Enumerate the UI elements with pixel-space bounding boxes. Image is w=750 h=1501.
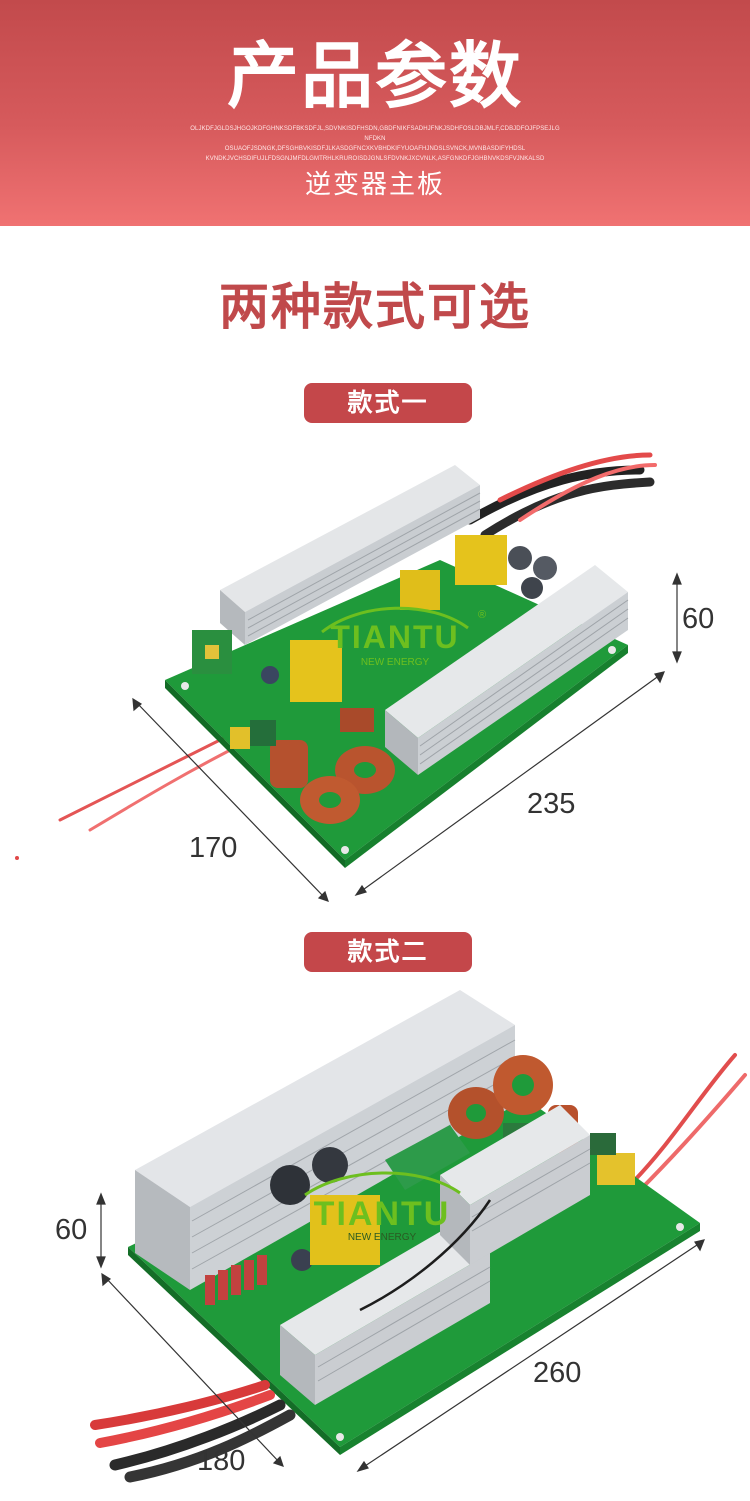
filler-line: KVNDKJVCHSDIFUJLFDSGNJMFDLGMTRHLKRUROISD… bbox=[205, 156, 545, 162]
dim-length-label: 260 bbox=[533, 1357, 582, 1389]
battery-cables bbox=[90, 1380, 296, 1483]
toroid-coils bbox=[270, 708, 395, 824]
dim-width-label: 170 bbox=[189, 832, 238, 864]
page-subtitle: 逆变器主板 bbox=[304, 170, 445, 200]
heatsink-rear bbox=[135, 990, 516, 1290]
logo-wordmark: TIANTU bbox=[314, 1195, 451, 1233]
header-banner: 产品参数 OLJKDFJGLDSJHGOJKDFGHNKSDFBKSDFJL,S… bbox=[0, 0, 750, 226]
output-wires bbox=[628, 1053, 747, 1192]
section-title: 两种款式可选 bbox=[219, 278, 531, 336]
product-image-style-one: TIANTU ® NEW ENERGY bbox=[15, 452, 682, 902]
heatsink-rear bbox=[220, 465, 481, 645]
page-title: 产品参数 bbox=[226, 34, 523, 118]
transformer bbox=[455, 535, 507, 585]
capacitors bbox=[261, 546, 557, 684]
product-image-style-two: TIANTU NEW ENERGY bbox=[90, 990, 747, 1483]
logo-tagline: NEW ENERGY bbox=[361, 657, 430, 668]
dim-height-label: 60 bbox=[682, 603, 715, 635]
style-one-badge: 款式一 bbox=[304, 383, 472, 423]
transformer bbox=[290, 640, 342, 702]
filler-line: OSUAOFJSDNGK,DFSGHBVKISDFJLKASDGFNCXKVBH… bbox=[224, 146, 526, 152]
transformer bbox=[310, 1195, 380, 1265]
logo-registered-mark: ® bbox=[478, 609, 486, 621]
toroid-coils bbox=[448, 1055, 578, 1153]
capacitor bbox=[312, 1147, 348, 1183]
brand-logo: TIANTU ® NEW ENERGY bbox=[321, 606, 486, 668]
logo-wordmark: TIANTU bbox=[330, 619, 459, 655]
capacitor bbox=[270, 1165, 310, 1205]
filler-line: OLJKDFJGLDSJHGOJKDFGHNKSDFBKSDFJL,SDVNKI… bbox=[190, 126, 560, 142]
output-cables bbox=[465, 452, 657, 540]
dimension-lines bbox=[96, 1192, 705, 1473]
dim-height-label: 60 bbox=[55, 1214, 88, 1246]
dim-width-label: 180 bbox=[197, 1445, 246, 1477]
heatsink-front bbox=[280, 1105, 591, 1405]
style-two-badge: 款式二 bbox=[304, 932, 472, 972]
decorative-text-block: OLJKDFJGLDSJHGOJKDFGHNKSDFBKSDFJL,SDVNKI… bbox=[190, 124, 560, 164]
logo-tagline: NEW ENERGY bbox=[348, 1232, 417, 1243]
dim-length-label: 235 bbox=[527, 788, 576, 820]
input-wires bbox=[58, 728, 252, 832]
resistors bbox=[205, 1255, 267, 1305]
heatsink-front bbox=[385, 565, 629, 775]
brand-logo: TIANTU NEW ENERGY bbox=[304, 1171, 461, 1243]
dimension-lines bbox=[132, 572, 682, 902]
